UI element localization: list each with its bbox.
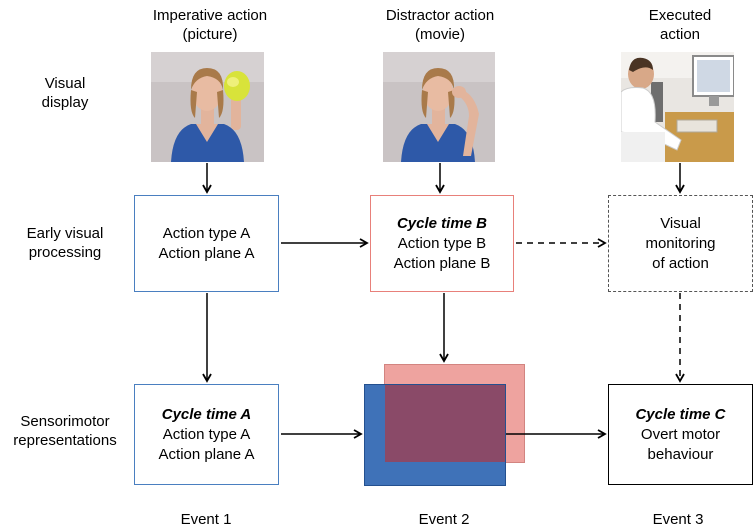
woman-holding-object-image — [151, 52, 264, 162]
sensori-a-line1: Action type A — [162, 425, 251, 443]
col2-header-line1: Distractor action — [385, 7, 495, 24]
row-label-sensori-line1: Sensorimotor — [20, 413, 110, 430]
sensori-c-title: Cycle time C — [635, 405, 726, 423]
early-processing-box-b: Cycle time B Action type B Action plane … — [370, 195, 514, 292]
early-c-line1: Visual — [660, 214, 701, 232]
early-a-line2: Action plane A — [158, 244, 255, 262]
early-b-line2: Action plane B — [393, 254, 491, 272]
man-at-computer-image — [621, 52, 734, 162]
early-b-line1: Action type B — [397, 234, 487, 252]
sensorimotor-box-c: Cycle time C Overt motor behaviour — [608, 384, 753, 485]
col3-header-line2: action — [659, 26, 701, 43]
col2-header-line2: (movie) — [414, 26, 465, 43]
event-label-1: Event 1 — [180, 511, 232, 528]
row-label-sensori: Sensorimotor representations — [0, 412, 130, 450]
col3-header-line1: Executed — [648, 7, 712, 24]
woman-gesturing-image — [383, 52, 495, 162]
col1-header-line2: (picture) — [182, 26, 238, 43]
row-label-early: Early visual processing — [0, 224, 130, 262]
event-label-2: Event 2 — [418, 511, 470, 528]
row-label-early-line2: processing — [28, 244, 102, 261]
sensori-a-title: Cycle time A — [161, 405, 252, 423]
sensori-c-line2: behaviour — [647, 445, 714, 463]
row-label-early-line1: Early visual — [26, 225, 104, 242]
early-processing-box-a: Action type A Action plane A — [134, 195, 279, 292]
row-label-visual-line1: Visual — [44, 75, 86, 92]
col1-header-line1: Imperative action — [152, 7, 268, 24]
sensorimotor-box-a: Cycle time A Action type A Action plane … — [134, 384, 279, 485]
row-label-visual: Visual display — [0, 74, 130, 112]
early-c-line2: monitoring — [645, 234, 716, 252]
early-c-line3: of action — [652, 254, 709, 272]
row-label-visual-line2: display — [41, 94, 89, 111]
early-processing-box-c: Visual monitoring of action — [608, 195, 753, 292]
early-b-title: Cycle time B — [396, 214, 488, 232]
sensori-c-line1: Overt motor — [640, 425, 721, 443]
sensori-a-line2: Action plane A — [158, 445, 255, 463]
col3-header: Executed action — [610, 6, 750, 44]
early-a-line1: Action type A — [162, 224, 251, 242]
row-label-sensori-line2: representations — [13, 432, 117, 449]
event-label-3: Event 3 — [652, 511, 704, 528]
col1-header: Imperative action (picture) — [130, 6, 290, 44]
col2-header: Distractor action (movie) — [360, 6, 520, 44]
event2-overlap-box — [385, 385, 505, 462]
